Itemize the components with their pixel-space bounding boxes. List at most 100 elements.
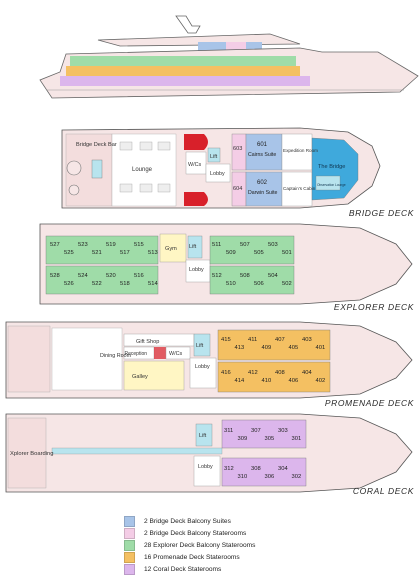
explorer-aft-cabins-top [45,235,159,265]
cabin-number: 414 [235,378,245,384]
cabin-number: 505 [254,250,264,256]
cabin-number: 512 [212,273,222,279]
cabin-number: 304 [278,466,288,472]
bridge-bar-label: Bridge Deck Bar [76,142,117,148]
legend-item: 2 Bridge Deck Balcony Staterooms [124,528,414,540]
promenade-deck-title: PROMENADE DECK [324,398,414,408]
bridge-bar-table [66,160,82,176]
cabin-number: 508 [240,273,250,279]
cabin-number: 412 [248,370,258,376]
explorer-fwd-cabins-top [209,235,295,265]
galley [123,360,185,391]
lounge-sofa [119,183,133,193]
cabin-number: 506 [254,281,264,287]
cabin-number: 415 [221,337,231,343]
legend: 2 Bridge Deck Balcony Suites 2 Bridge De… [124,516,414,575]
bridge-bar-table [68,184,80,196]
galley-label: Galley [132,374,148,380]
cabin-number: 527 [50,242,60,248]
promenade-cabin-numbers: 4154134114094074054034014164144124104084… [221,337,325,384]
cabin-number: 523 [78,242,88,248]
bridge-bar-counter [91,159,103,179]
lounge-red-seating [184,134,208,150]
lounge-sofa [119,141,133,151]
cabin-number: 410 [262,378,272,384]
cabin-number: 509 [226,250,236,256]
cabin-number: 518 [120,281,130,287]
promenade-wcs-label: W/Cs [169,351,182,357]
cabin-number: 528 [50,273,60,279]
legend-label: 16 Promenade Deck Staterooms [144,553,240,561]
cabin-number: 515 [134,242,144,248]
bridge-lobby [205,163,231,183]
cabin-number: 408 [275,370,285,376]
suite-602 [245,171,283,207]
cabin-number: 403 [302,337,312,343]
explorer-gym [159,233,187,263]
profile-explorer-band [70,56,296,66]
promenade-lobby [189,357,217,389]
explorer-deck-title: EXPLORER DECK [333,302,414,312]
ship-mast [175,15,201,34]
legend-swatch [124,551,135,563]
cabin-number: 305 [265,436,275,442]
bridge-wcs-room [185,151,207,175]
cabin-number: 507 [240,242,250,248]
legend-label: 12 Coral Deck Staterooms [144,565,222,573]
cabin-number: 401 [316,345,326,351]
xplorer-boarding-label: Xplorer Boarding [10,451,54,457]
observation-lounge [315,175,341,191]
coral-lift [195,423,213,447]
reception-label: Reception [125,351,148,357]
bridge-lift-label: Lift [210,154,218,160]
dining-room [51,327,123,391]
cabin-number: 526 [64,281,74,287]
explorer-lobby-label: Lobby [189,267,204,273]
coral-cabins-top [221,419,307,449]
promenade-lift [193,333,211,357]
cabin-number: 406 [289,378,299,384]
coral-deck-title: CORAL DECK [352,486,414,496]
cabin-number: 310 [238,474,248,480]
ship-profile [39,15,419,99]
cabin-number: 409 [262,345,272,351]
legend-label: 2 Bridge Deck Balcony Suites [144,518,231,526]
bridge-lobby-label: Lobby [210,171,225,177]
suite-601-number: 601 [257,142,268,148]
cabin-number: 502 [282,281,292,287]
lounge-red-seating [184,192,208,206]
captains-cabin [281,171,313,207]
lounge-sofa [157,141,171,151]
legend-item: 16 Promenade Deck Staterooms [124,551,414,563]
legend-label: 2 Bridge Deck Balcony Staterooms [144,530,247,538]
cabin-number: 407 [275,337,285,343]
xplorer-boarding-area [7,417,47,489]
explorer-fwd-cabins-bottom [209,265,295,295]
bridge-deck-title: BRIDGE DECK [348,208,414,218]
bridge-lounge-label: Lounge [132,167,153,173]
the-bridge-label: The Bridge [318,164,345,170]
explorer-gym-label: Gym [165,246,177,252]
explorer-aft-cabins-bottom [45,265,159,295]
promenade-cabins-top [217,329,331,361]
profile-promenade-band [66,66,300,76]
promenade-cabins-bottom [217,361,331,393]
promenade-deck: Dining Room Gift Shop Reception W/Cs Gal… [5,321,413,399]
suite-602-name: Darwin Suite [248,190,278,196]
stateroom-604-label: 604 [233,186,242,192]
cabin-number: 312 [224,466,234,472]
suite-602-number: 602 [257,180,268,186]
cabin-number: 411 [248,337,257,343]
lounge-sofa [139,141,153,151]
cabin-number: 517 [120,250,130,256]
cabin-number: 521 [92,250,102,256]
coral-lift-label: Lift [199,433,207,439]
cabin-number: 503 [268,242,278,248]
promenade-lift-label: Lift [196,343,204,349]
explorer-deck: Gym Lift Lobby 5275255235215195175155135… [39,223,413,305]
coral-lobby [193,455,221,487]
cabin-number: 511 [212,242,221,248]
stateroom-603-label: 603 [233,146,242,152]
